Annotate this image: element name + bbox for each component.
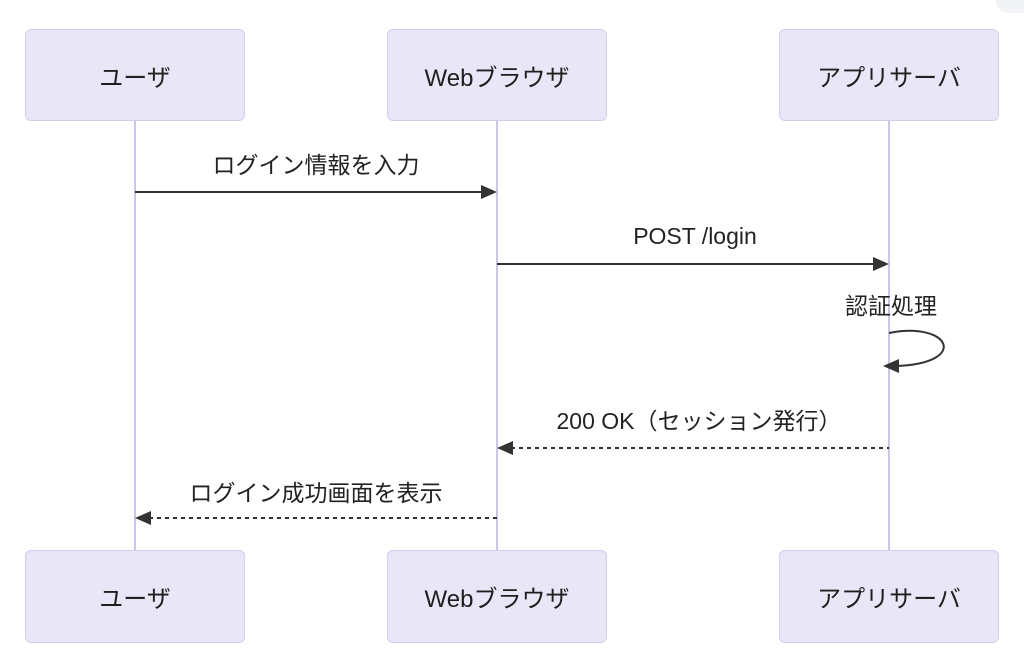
message-label-show-success: ログイン成功画面を表示 xyxy=(189,480,443,506)
actor-label-server: アプリサーバ xyxy=(817,586,961,613)
arrow-200-ok xyxy=(497,441,889,455)
message-label-200-ok: 200 OK（セッション発行） xyxy=(556,408,842,434)
actor-box-user-top: ユーザ xyxy=(25,29,245,121)
actor-box-server-bottom: アプリサーバ xyxy=(779,550,999,643)
lifeline-user xyxy=(134,121,136,550)
message-label-login-input: ログイン情報を入力 xyxy=(212,152,420,178)
actor-box-browser-top: Webブラウザ xyxy=(387,29,607,121)
corner-panel-fragment xyxy=(996,0,1024,13)
message-label-post-login: POST /login xyxy=(633,223,757,249)
actor-box-user-bottom: ユーザ xyxy=(25,550,245,643)
lifeline-server xyxy=(888,121,890,550)
lifeline-browser xyxy=(496,121,498,550)
message-label-auth-process: 認証処理 xyxy=(845,293,937,319)
actor-label-server: アプリサーバ xyxy=(817,64,961,92)
arrow-login-input xyxy=(135,185,497,199)
arrow-show-success xyxy=(135,511,497,525)
actor-box-server-top: アプリサーバ xyxy=(779,29,999,121)
arrow-post-login xyxy=(497,257,889,271)
actor-box-browser-bottom: Webブラウザ xyxy=(387,550,607,643)
actor-label-user: ユーザ xyxy=(99,586,171,613)
actor-label-browser: Webブラウザ xyxy=(424,586,570,613)
actor-label-user: ユーザ xyxy=(99,64,171,92)
actor-label-browser: Webブラウザ xyxy=(424,64,570,92)
arrow-auth-self-loop xyxy=(883,329,945,373)
